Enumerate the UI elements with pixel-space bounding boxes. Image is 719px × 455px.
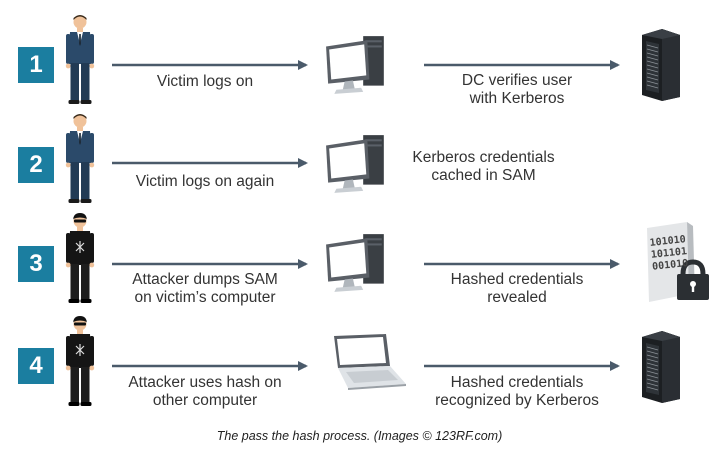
arrow-right	[112, 361, 308, 371]
arrow-right	[112, 259, 308, 269]
step-2-badge: 2	[18, 147, 54, 183]
victim-icon	[62, 14, 98, 106]
server-icon	[640, 328, 682, 404]
arrow-right	[112, 60, 308, 70]
binary-document-lock-icon: 101010 101101 001010	[643, 222, 709, 304]
step-1-label-1: Victim logs on	[156, 73, 254, 90]
step-3-label-2: Hashed credentials revealed	[450, 271, 584, 306]
desktop-computer-icon	[324, 32, 390, 98]
step-3-badge: 3	[18, 246, 54, 282]
figure-caption: The pass the hash process. (Images © 123…	[216, 429, 503, 443]
desktop-computer-icon	[324, 230, 390, 296]
attacker-icon	[62, 213, 98, 305]
step-3-label-1: Attacker dumps SAM on victim’s computer	[132, 271, 278, 306]
step-1-badge: 1	[18, 47, 54, 83]
step-2-label-2: Kerberos credentials cached in SAM	[412, 149, 555, 184]
arrow-right	[424, 259, 620, 269]
desktop-computer-icon	[324, 131, 390, 197]
step-2-label-1: Victim logs on again	[135, 173, 275, 190]
step-4-label-2: Hashed credentials recognized by Kerbero…	[435, 374, 599, 409]
laptop-icon	[327, 332, 409, 392]
step-4-badge: 4	[18, 348, 54, 384]
victim-icon	[62, 113, 98, 205]
attacker-icon	[62, 316, 98, 408]
arrow-right	[424, 60, 620, 70]
arrow-right	[112, 158, 308, 168]
arrow-right	[424, 361, 620, 371]
server-icon	[640, 26, 682, 102]
step-1-label-2: DC verifies user with Kerberos	[461, 72, 573, 107]
step-4-label-1: Attacker uses hash on other computer	[128, 374, 282, 409]
